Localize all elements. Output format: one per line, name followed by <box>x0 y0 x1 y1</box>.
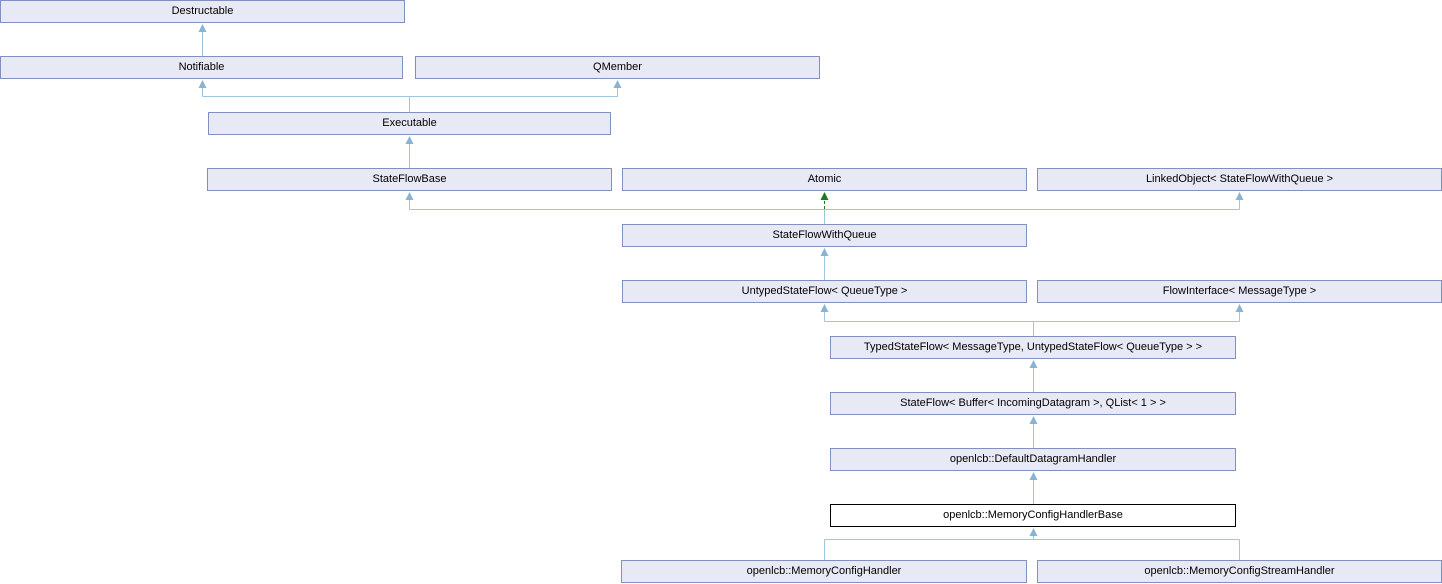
class-node-untypedstateflow[interactable]: UntypedStateFlow< QueueType > <box>622 280 1027 303</box>
class-node-memoryconfighandlerbase-current: openlcb::MemoryConfigHandlerBase <box>830 504 1236 527</box>
edge-derived-memoryconfighandlerbase <box>824 528 1240 560</box>
edge-notifiable-destructable <box>198 24 207 56</box>
class-node-linkedobject[interactable]: LinkedObject< StateFlowWithQueue > <box>1037 168 1442 191</box>
class-node-memoryconfigstreamhandler[interactable]: openlcb::MemoryConfigStreamHandler <box>1037 560 1442 583</box>
class-node-destructable[interactable]: Destructable <box>0 0 405 23</box>
class-node-memoryconfighandler[interactable]: openlcb::MemoryConfigHandler <box>621 560 1027 583</box>
class-node-notifiable[interactable]: Notifiable <box>0 56 403 79</box>
class-node-qmember[interactable]: QMember <box>415 56 820 79</box>
class-node-stateflowwithqueue[interactable]: StateFlowWithQueue <box>622 224 1027 247</box>
class-node-defaultdatagramhandler[interactable]: openlcb::DefaultDatagramHandler <box>830 448 1236 471</box>
edge-untypedstateflow-stateflowwithqueue <box>820 248 829 280</box>
edge-stateflow-typedstateflow <box>1029 360 1038 392</box>
edge-stateflowwithqueue-bases <box>405 192 1244 224</box>
class-node-typedstateflow[interactable]: TypedStateFlow< MessageType, UntypedStat… <box>830 336 1236 359</box>
edge-defaultdatagramhandler-stateflow <box>1029 416 1038 448</box>
class-node-flowinterface[interactable]: FlowInterface< MessageType > <box>1037 280 1442 303</box>
edge-memoryconfighandlerbase-defaultdatagramhandler <box>1029 472 1038 504</box>
class-node-atomic[interactable]: Atomic <box>622 168 1027 191</box>
edge-stateflowbase-executable <box>405 136 414 168</box>
class-node-stateflowbase[interactable]: StateFlowBase <box>207 168 612 191</box>
edge-typedstateflow-bases <box>820 304 1244 336</box>
class-node-stateflow[interactable]: StateFlow< Buffer< IncomingDatagram >, Q… <box>830 392 1236 415</box>
class-node-executable[interactable]: Executable <box>208 112 611 135</box>
edge-executable-notifiable-qmember <box>198 80 622 112</box>
